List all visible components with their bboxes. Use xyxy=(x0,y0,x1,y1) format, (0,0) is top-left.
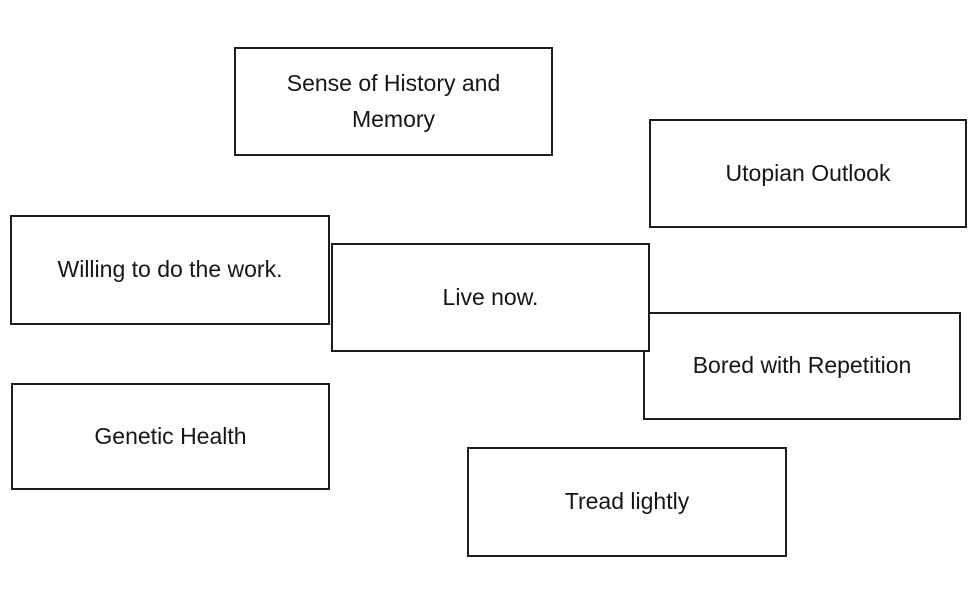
textbox-label: Sense of History and Memory xyxy=(286,69,501,132)
textbox-genetic-health[interactable]: Genetic Health xyxy=(11,383,330,490)
textbox-label: Genetic Health xyxy=(94,422,247,449)
textbox-bored-with-repetition[interactable]: Bored with Repetition xyxy=(643,312,961,420)
textbox-tread-lightly[interactable]: Tread lightly xyxy=(467,447,787,557)
textbox-label: Tread lightly xyxy=(564,488,690,515)
textbox-live-now[interactable]: Live now. xyxy=(331,243,650,352)
textbox-utopian-outlook[interactable]: Utopian Outlook xyxy=(649,119,967,228)
textbox-label: Live now. xyxy=(442,283,539,310)
textbox-label: Willing to do the work. xyxy=(57,256,283,283)
textbox-willing-to-do-the-work[interactable]: Willing to do the work. xyxy=(10,215,330,325)
textbox-label: Utopian Outlook xyxy=(725,159,891,186)
textbox-sense-of-history-and-memory[interactable]: Sense of History and Memory xyxy=(234,47,553,156)
textbox-label: Bored with Repetition xyxy=(692,352,912,379)
